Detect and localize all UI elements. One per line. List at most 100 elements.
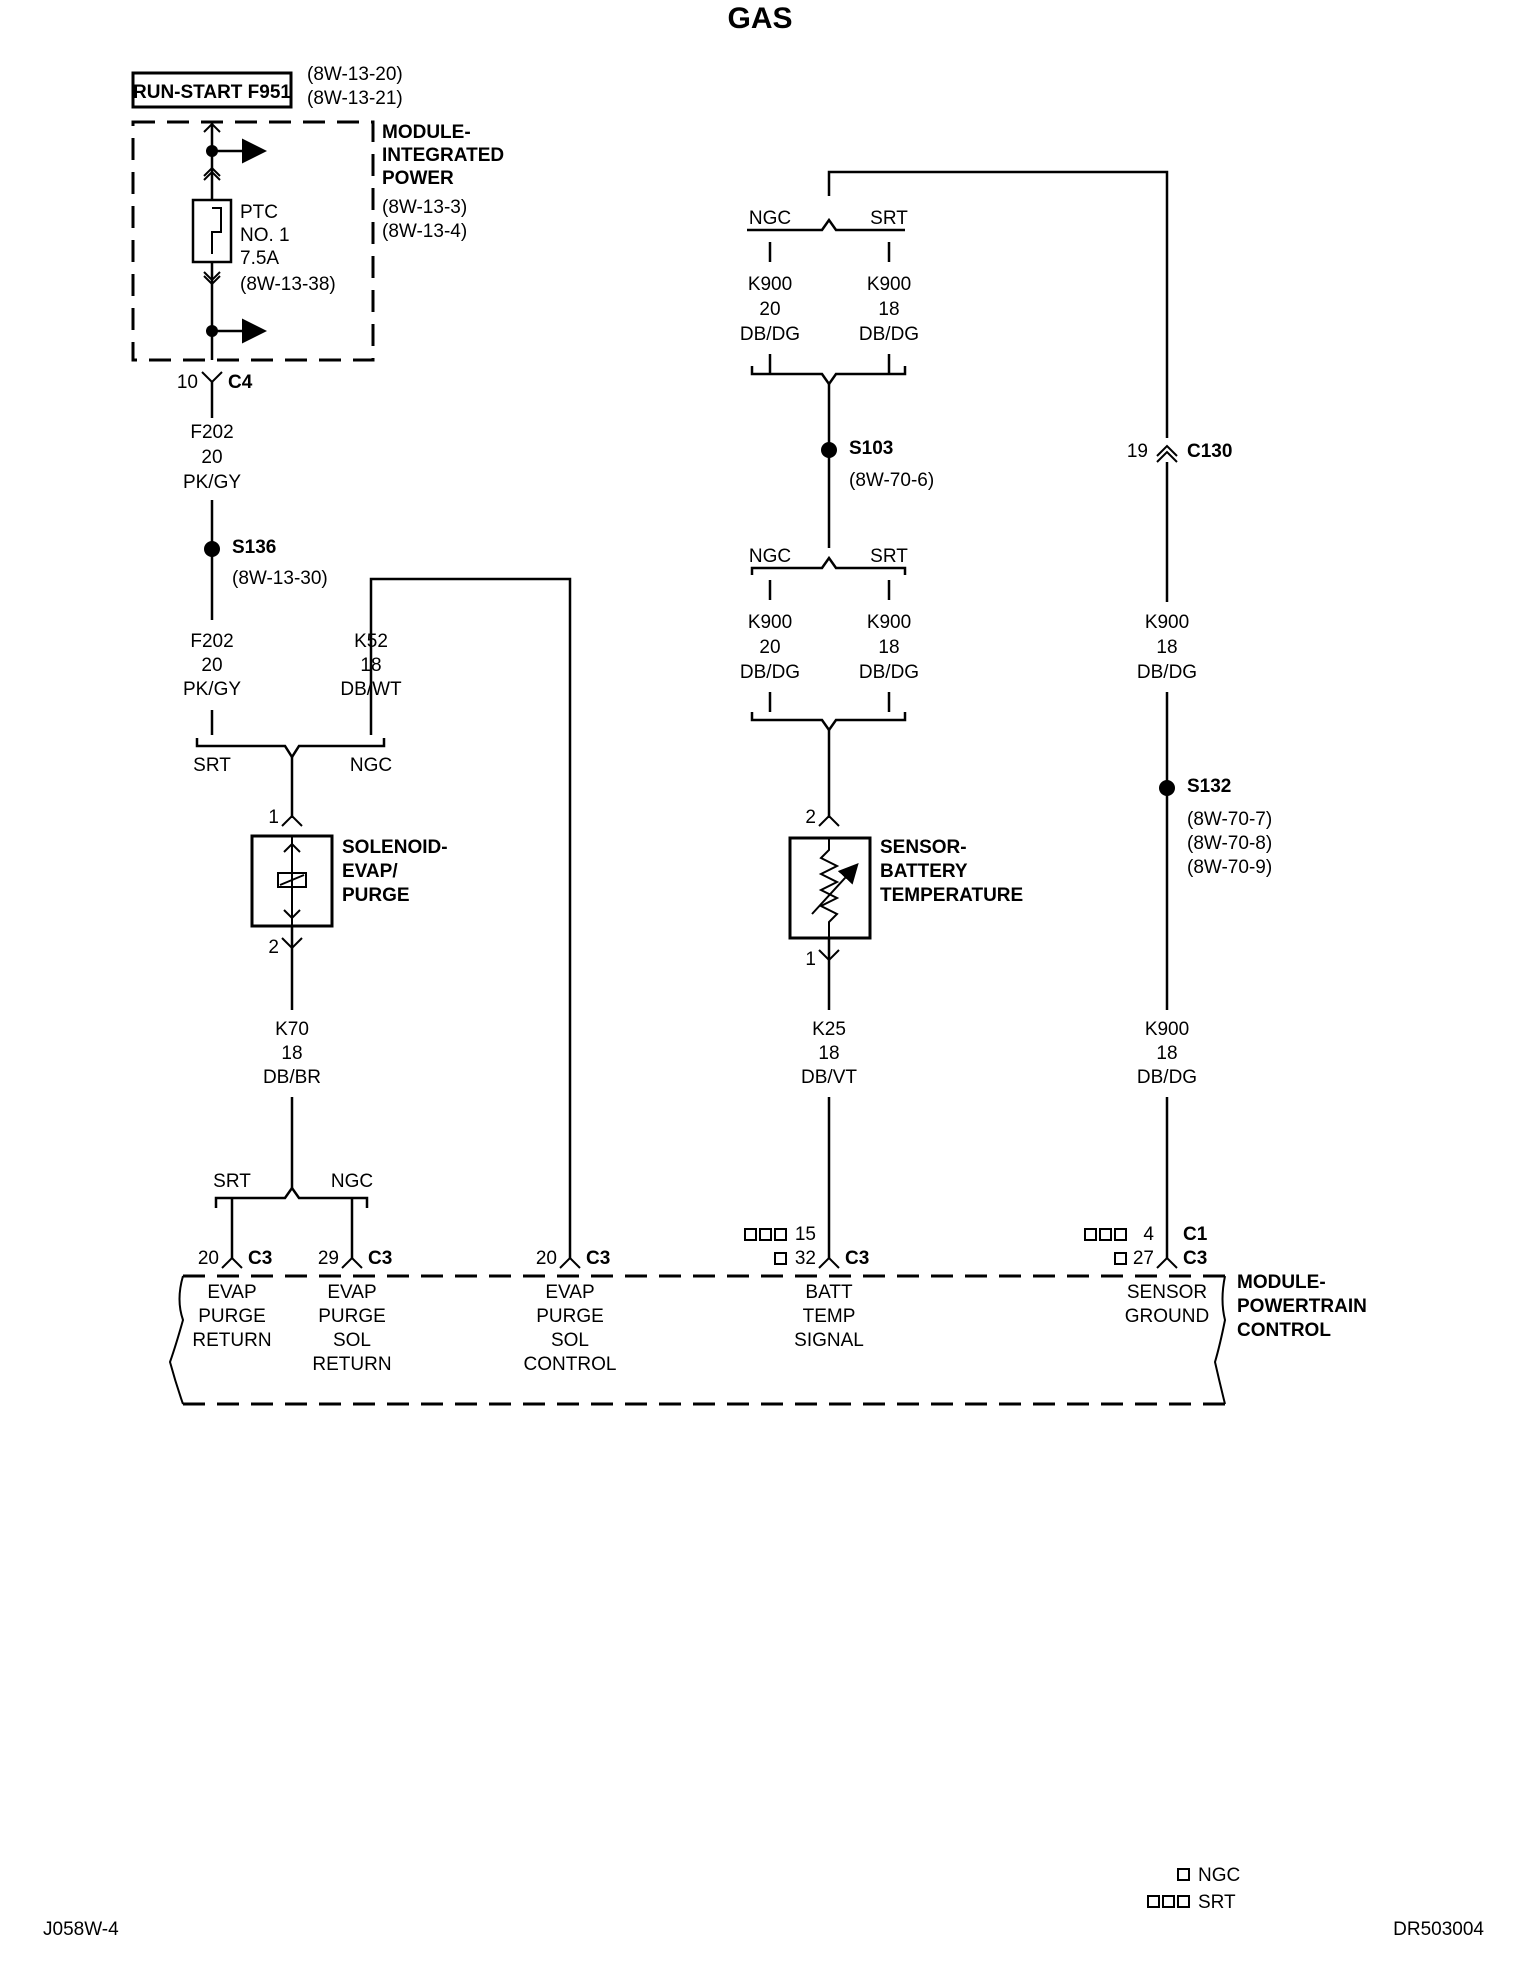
solenoid-title: EVAP/	[342, 861, 398, 882]
ptc-symbol	[191, 198, 233, 264]
branch-srt: SRT	[870, 546, 908, 567]
splice-ref: (8W-70-7)	[1187, 809, 1272, 830]
wire-label: DB/VT	[801, 1067, 857, 1088]
footer-left: J058W-4	[43, 1919, 119, 1940]
splice-s132	[1159, 780, 1175, 796]
sensor-title: BATTERY	[880, 861, 968, 882]
solenoid-pin: 1	[268, 807, 279, 828]
ptc-label: 7.5A	[240, 248, 279, 269]
sensor-title: SENSOR-	[880, 837, 967, 858]
ngc-marker	[1114, 1252, 1127, 1265]
wire-label: F202	[190, 631, 233, 652]
pcm-conn: C3	[845, 1248, 869, 1269]
ngc-marker	[774, 1252, 787, 1265]
diagram-title: GAS	[727, 2, 792, 35]
pcm-pin-label: EVAP	[207, 1282, 256, 1303]
pcm-pin-label: CONTROL	[524, 1354, 617, 1375]
ipm-ref: (8W-13-3)	[382, 197, 467, 218]
pcm-conn: C3	[586, 1248, 610, 1269]
pcm-outline	[183, 1274, 1225, 1406]
branch-ngc: NGC	[749, 208, 791, 229]
pcm-pin: 20	[536, 1248, 557, 1269]
pcm-alt-conn: C1	[1183, 1224, 1208, 1245]
wire-label: K900	[867, 612, 911, 633]
pcm-pin-label: SOL	[551, 1330, 589, 1351]
wire-label: PK/GY	[183, 472, 241, 493]
pcm-pin-label: SENSOR	[1127, 1282, 1207, 1303]
srt-marker	[1084, 1228, 1097, 1241]
fuse-box	[131, 71, 293, 109]
pcm-conn: C3	[1183, 1248, 1207, 1269]
ipm-title: MODULE-	[382, 122, 471, 143]
srt-marker	[1114, 1228, 1127, 1241]
wire-label: DB/DG	[1137, 662, 1197, 683]
wire-label: K25	[812, 1019, 846, 1040]
pcm-title: POWERTRAIN	[1237, 1296, 1367, 1317]
fuse-name: RUN-START F951	[133, 82, 291, 103]
sensor-title: TEMPERATURE	[880, 885, 1023, 906]
branch-ngc: NGC	[749, 546, 791, 567]
pcm-conn: C3	[368, 1248, 392, 1269]
pcm-title: CONTROL	[1237, 1320, 1331, 1341]
ptc-ref: (8W-13-38)	[240, 274, 336, 295]
sensor-pin: 2	[805, 807, 816, 828]
splice-name: S103	[849, 438, 893, 459]
wire-label: 18	[878, 299, 899, 320]
pcm-pin-label: EVAP	[545, 1282, 594, 1303]
splice-ref: (8W-13-30)	[232, 568, 328, 589]
pcm-pin-label: TEMP	[803, 1306, 856, 1327]
wire-label: 18	[1156, 637, 1177, 658]
wire-label: 20	[201, 655, 222, 676]
c4-pin: 10	[177, 372, 198, 393]
srt-marker	[1162, 1895, 1175, 1908]
splice-s103	[821, 442, 837, 458]
pcm-pin-label: RETURN	[312, 1354, 391, 1375]
integrated-power-module-outline	[131, 120, 375, 362]
wire-label: 18	[360, 655, 381, 676]
ngc-marker	[1177, 1868, 1190, 1881]
c130-name: C130	[1187, 441, 1232, 462]
wire-label: K900	[1145, 612, 1189, 633]
ipm-title: POWER	[382, 168, 454, 189]
legend-srt: SRT	[1198, 1892, 1236, 1913]
ngc-marker	[744, 1228, 757, 1241]
wire-label: PK/GY	[183, 679, 241, 700]
wire-label: DB/WT	[340, 679, 402, 700]
branch-srt: SRT	[213, 1171, 251, 1192]
wire-label: 20	[759, 637, 780, 658]
wire-label: 18	[1156, 1043, 1177, 1064]
pcm-pin-label: PURGE	[536, 1306, 604, 1327]
wire-label: K900	[1145, 1019, 1189, 1040]
ngc-marker	[774, 1228, 787, 1241]
wire-label: DB/DG	[859, 324, 919, 345]
solenoid-pin: 2	[268, 937, 279, 958]
wire-label: 20	[201, 447, 222, 468]
pcm-pin-label: EVAP	[327, 1282, 376, 1303]
branch-srt: SRT	[870, 208, 908, 229]
srt-marker	[1177, 1895, 1190, 1908]
ipm-ref: (8W-13-4)	[382, 221, 467, 242]
pcm-title: MODULE-	[1237, 1272, 1326, 1293]
ngc-marker	[759, 1228, 772, 1241]
pcm-pin-label: PURGE	[318, 1306, 386, 1327]
splice-ref: (8W-70-9)	[1187, 857, 1272, 878]
ipm-title: INTEGRATED	[382, 145, 504, 166]
pcm-pin-label: SOL	[333, 1330, 371, 1351]
wire-label: K52	[354, 631, 388, 652]
fuse-ref: (8W-13-20)	[307, 64, 403, 85]
footer-right: DR503004	[1393, 1919, 1484, 1940]
pcm-pin-label: BATT	[805, 1282, 853, 1303]
wire-label: F202	[190, 422, 233, 443]
pcm-pin: 29	[318, 1248, 339, 1269]
pcm-conn: C3	[248, 1248, 272, 1269]
wire-label: DB/DG	[1137, 1067, 1197, 1088]
wire-label: 18	[818, 1043, 839, 1064]
splice-ref: (8W-70-6)	[849, 470, 934, 491]
wire-label: 20	[759, 299, 780, 320]
pcm-pin: 32	[795, 1248, 816, 1269]
splice-ref: (8W-70-8)	[1187, 833, 1272, 854]
branch-ngc: NGC	[350, 755, 392, 776]
splice-name: S132	[1187, 776, 1231, 797]
branch-ngc: NGC	[331, 1171, 373, 1192]
wire-label: 18	[878, 637, 899, 658]
